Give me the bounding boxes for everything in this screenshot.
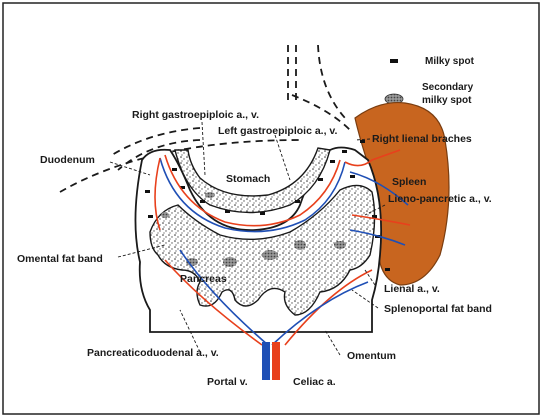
label-portal: Portal v.: [207, 376, 248, 388]
label-omental-fat-band: Omental fat band: [17, 253, 103, 265]
label-stomach: Stomach: [226, 173, 270, 185]
label-lienopancreatic: Lieno-pancretic a., v.: [388, 193, 492, 205]
label-celiac: Celiac a.: [293, 376, 336, 388]
label-left-gastroepiploic: Left gastroepiploic a., v.: [218, 125, 337, 137]
label-right-lienal-branches: Right lienal braches: [372, 133, 472, 145]
legend-secondary-line1: Secondary: [422, 82, 474, 93]
legend-secondary-line2: milky spot: [422, 95, 472, 106]
portal-vein-trunk: [262, 342, 270, 380]
label-pancreas: Pancreas: [180, 273, 227, 285]
label-right-gastroepiploic: Right gastroepiploic a., v.: [132, 109, 259, 121]
label-splenoportal-fat-band: Splenoportal fat band: [384, 303, 492, 315]
label-omentum: Omentum: [347, 350, 396, 362]
legend: Milky spot Secondary milky spot: [385, 56, 475, 106]
celiac-artery-trunk: [272, 342, 280, 380]
label-duodenum: Duodenum: [40, 154, 95, 166]
label-spleen: Spleen: [392, 176, 426, 188]
legend-milky-spot-label: Milky spot: [425, 56, 475, 67]
label-pancreaticoduodenal: Pancreaticoduodenal a., v.: [87, 347, 219, 359]
milky-spot-icon: [390, 59, 398, 63]
label-lienal: Lienal a., v.: [384, 283, 440, 295]
